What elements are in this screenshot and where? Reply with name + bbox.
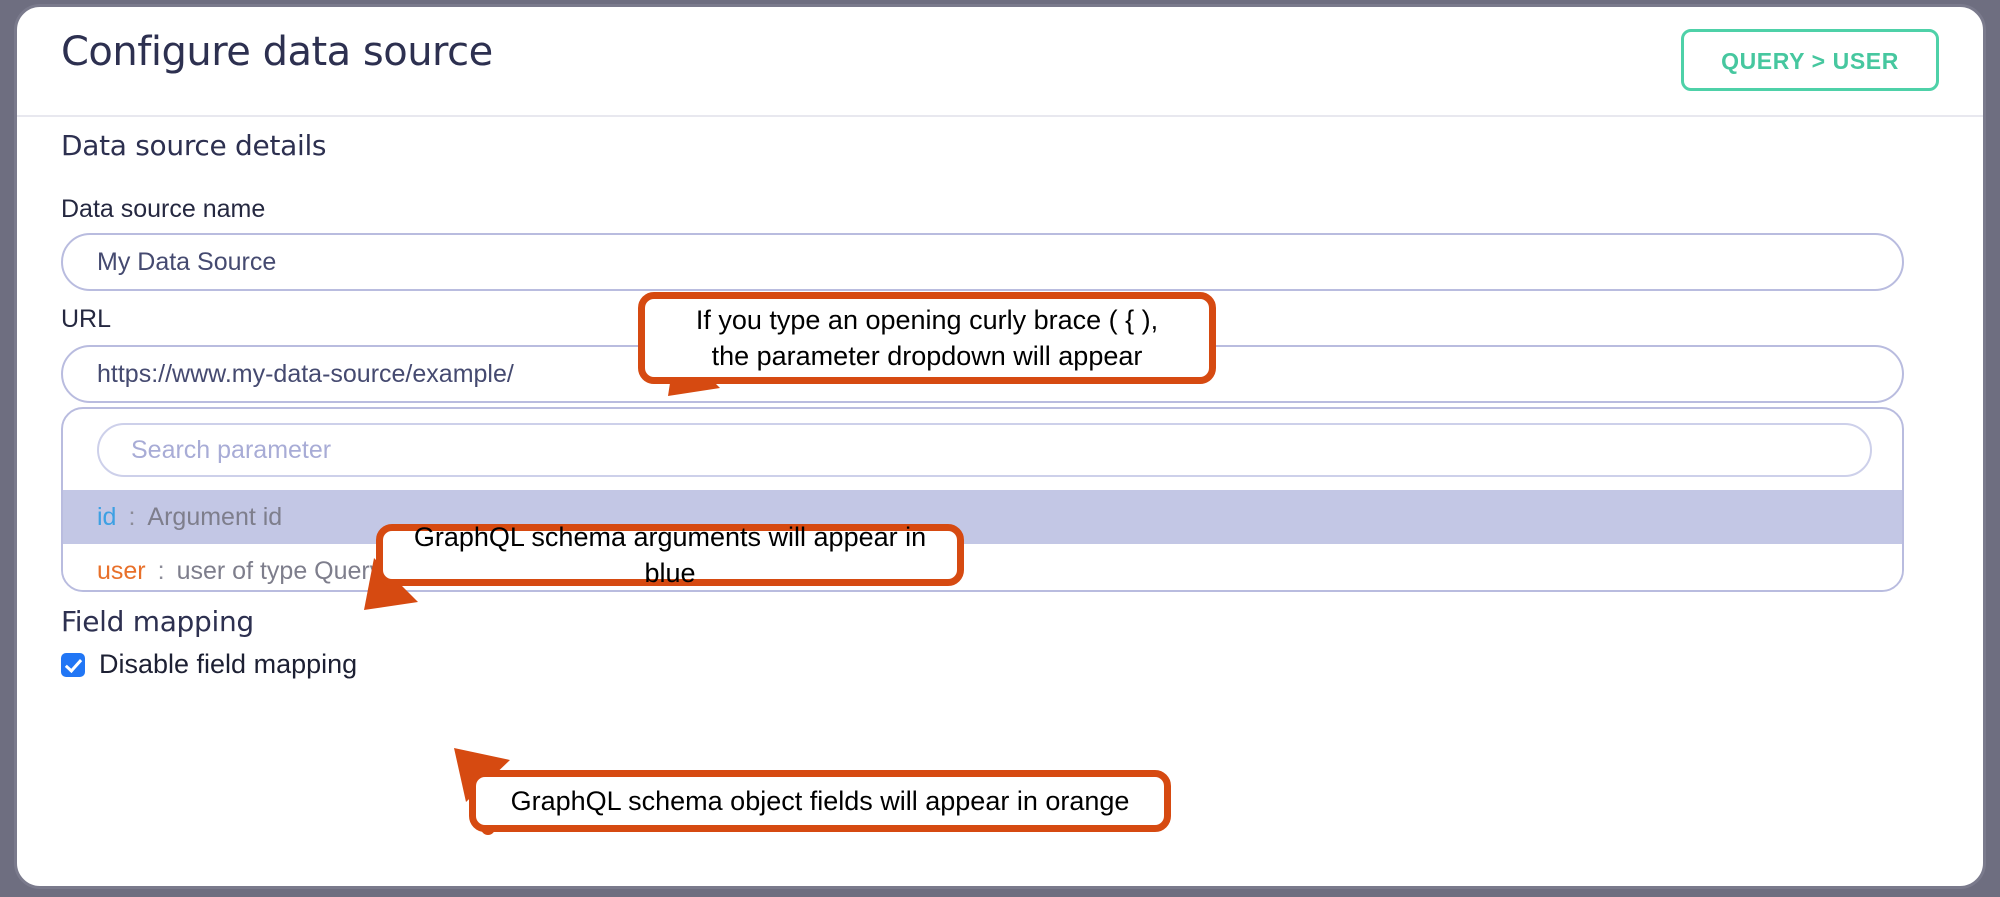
query-user-button[interactable]: QUERY > USER [1681,29,1939,91]
disable-field-mapping-checkbox[interactable] [61,652,85,677]
disable-field-mapping-label: Disable field mapping [99,649,358,679]
parameter-option-user[interactable]: user : user of type Query [63,544,1902,590]
parameter-description: Argument id [147,502,283,531]
card-header: Configure data source QUERY > USER [17,7,1983,117]
search-parameter-input[interactable]: Search parameter [97,423,1872,477]
parameter-separator: : [128,502,136,531]
parameter-separator: : [157,556,165,585]
disable-field-mapping-row[interactable]: Disable field mapping [61,649,357,680]
card-body: Data source details Data source name My … [17,117,1983,886]
data-source-name-label: Data source name [61,195,266,223]
section-heading-data-source-details: Data source details [61,129,327,162]
parameter-dropdown-panel: Search parameter id : Argument id user :… [61,407,1904,592]
section-heading-field-mapping: Field mapping [61,605,254,638]
configure-data-source-card: Configure data source QUERY > USER Data … [14,4,1986,889]
parameter-key: id [97,502,117,531]
parameter-key: user [97,556,146,585]
url-input[interactable]: https://www.my-data-source/example/ [61,345,1904,403]
data-source-name-input[interactable]: My Data Source [61,233,1904,291]
parameter-option-id[interactable]: id : Argument id [63,490,1902,544]
url-label: URL [61,305,112,333]
parameter-description: user of type Query [176,556,383,585]
page-title: Configure data source [61,29,493,75]
